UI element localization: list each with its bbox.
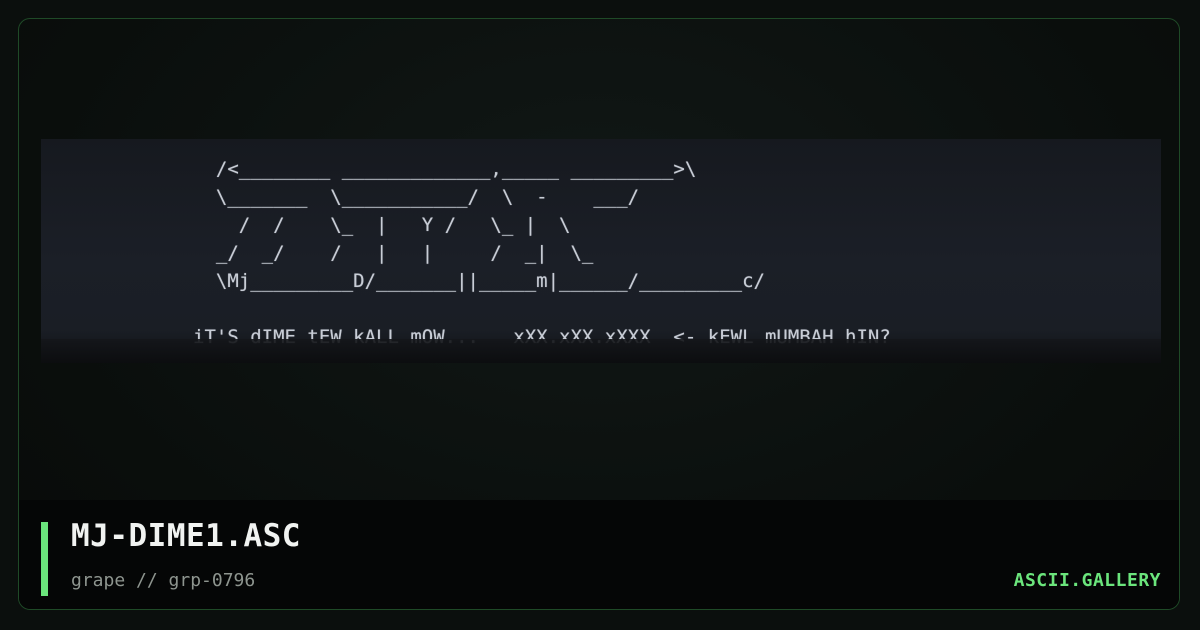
- file-title: MJ-DIME1.ASC: [71, 518, 301, 554]
- ascii-art-preview: /<________ _____________,_____ _________…: [41, 139, 1161, 363]
- card-footer: MJ-DIME1.ASC grape // grp-0796 ASCII.GAL…: [19, 500, 1179, 609]
- ascii-art-text: /<________ _____________,_____ _________…: [193, 158, 891, 348]
- gallery-card: /<________ _____________,_____ _________…: [18, 18, 1180, 610]
- site-brand[interactable]: ASCII.GALLERY: [1013, 570, 1161, 591]
- group-subtitle: grape // grp-0796: [71, 570, 256, 591]
- accent-bar: [41, 522, 48, 596]
